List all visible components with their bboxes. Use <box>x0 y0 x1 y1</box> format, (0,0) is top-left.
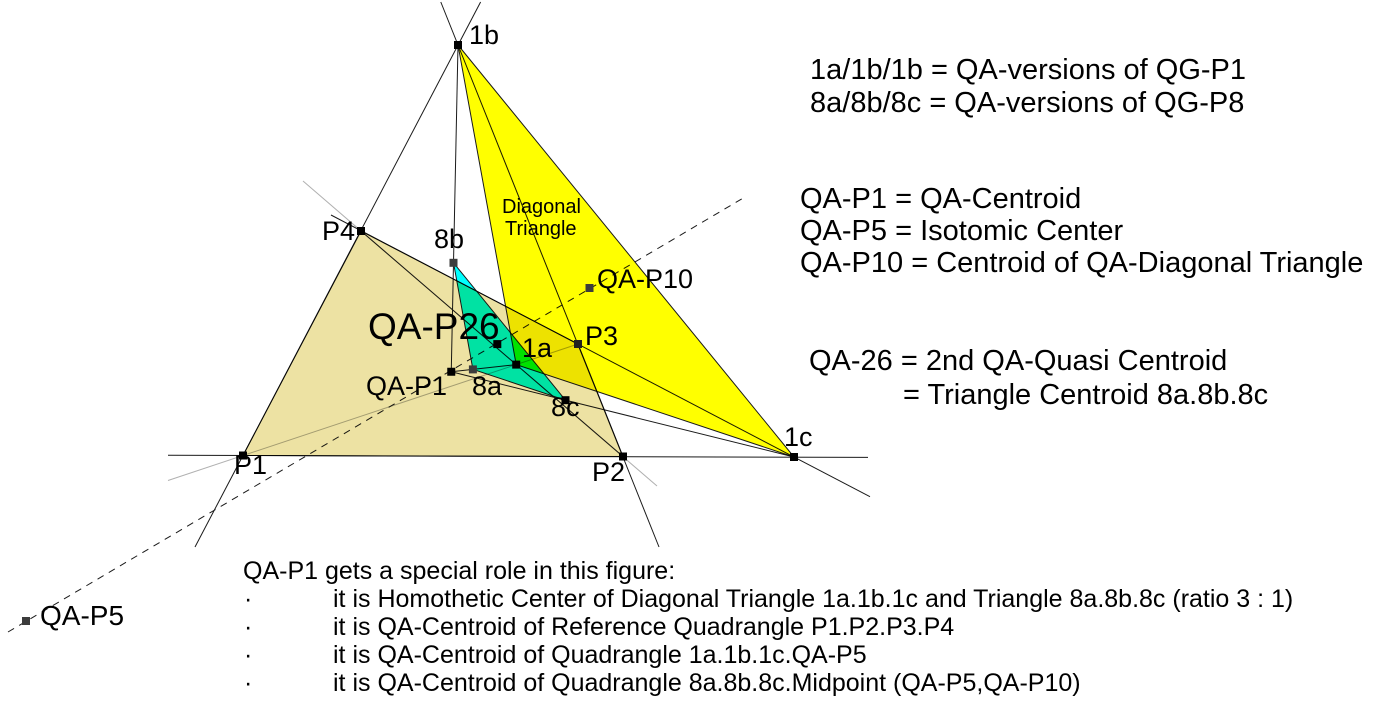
label-QA-P10: QA-P10 <box>597 264 694 294</box>
label-QA-P26: QA-P26 <box>368 306 500 347</box>
qa26-annotation-line-1: QA-26 = 2nd QA-Quasi Centroid <box>809 345 1228 377</box>
label-1c: 1c <box>784 422 813 452</box>
versions-line-2: 8a/8b/8c = QA-versions of QG-P8 <box>810 87 1245 119</box>
point-8b <box>449 258 458 267</box>
versions-line-1: 1a/1b/1b = QA-versions of QG-P1 <box>810 54 1247 86</box>
point-P2 <box>619 452 627 461</box>
label-QA-P5: QA-P5 <box>40 600 125 631</box>
label-8c: 8c <box>551 392 580 422</box>
point-QA-P5 <box>22 617 30 625</box>
label-diagonal-triangle-2: Triangle <box>505 218 577 240</box>
definitions-line-1: QA-P1 = QA-Centroid <box>800 183 1082 215</box>
bullet-dot: · <box>244 613 253 641</box>
label-8a: 8a <box>472 371 503 401</box>
label-P4: P4 <box>322 216 356 246</box>
label-QA-P1: QA-P1 <box>366 371 448 401</box>
bullet-dot: · <box>244 585 253 613</box>
point-1c <box>790 453 798 461</box>
point-QA-P26 <box>493 340 502 349</box>
versions-annotation: 1a/1b/1b = QA-versions of QG-P1 8a/8b/8c… <box>810 54 1246 120</box>
bullet-dot: · <box>244 641 253 669</box>
label-P2: P2 <box>592 457 626 487</box>
diagonal-triangle-1a1b1c <box>457 44 796 459</box>
point-P4 <box>357 227 365 235</box>
point-1a <box>512 360 521 369</box>
point-QA-P1 <box>447 367 456 376</box>
label-P1: P1 <box>234 450 268 480</box>
label-1b: 1b <box>469 20 500 50</box>
definitions-annotation: QA-P1 = QA-Centroid QA-P5 = Isotomic Cen… <box>800 183 1363 279</box>
point-1b <box>454 41 462 49</box>
point-QA-P10 <box>585 284 594 292</box>
point-P3 <box>574 340 582 348</box>
label-8b: 8b <box>434 224 465 254</box>
bullet-dot: · <box>244 669 253 697</box>
label-diagonal-triangle-1: Diagonal <box>502 196 581 218</box>
bottom-heading: QA-P1 gets a special role in this figure… <box>243 557 676 585</box>
qa26-annotation-line-2: = Triangle Centroid 8a.8b.8c <box>903 379 1269 411</box>
point-P1 <box>239 451 247 460</box>
label-1a: 1a <box>522 333 553 363</box>
label-P3: P3 <box>585 321 619 351</box>
triangle-8a8b8c <box>453 262 567 402</box>
point-8a <box>468 365 477 374</box>
definitions-line-2: QA-P5 = Isotomic Center <box>800 215 1124 247</box>
point-8c <box>561 396 570 405</box>
definitions-line-3: QA-P10 = Centroid of QA-Diagonal Triangl… <box>800 247 1364 279</box>
